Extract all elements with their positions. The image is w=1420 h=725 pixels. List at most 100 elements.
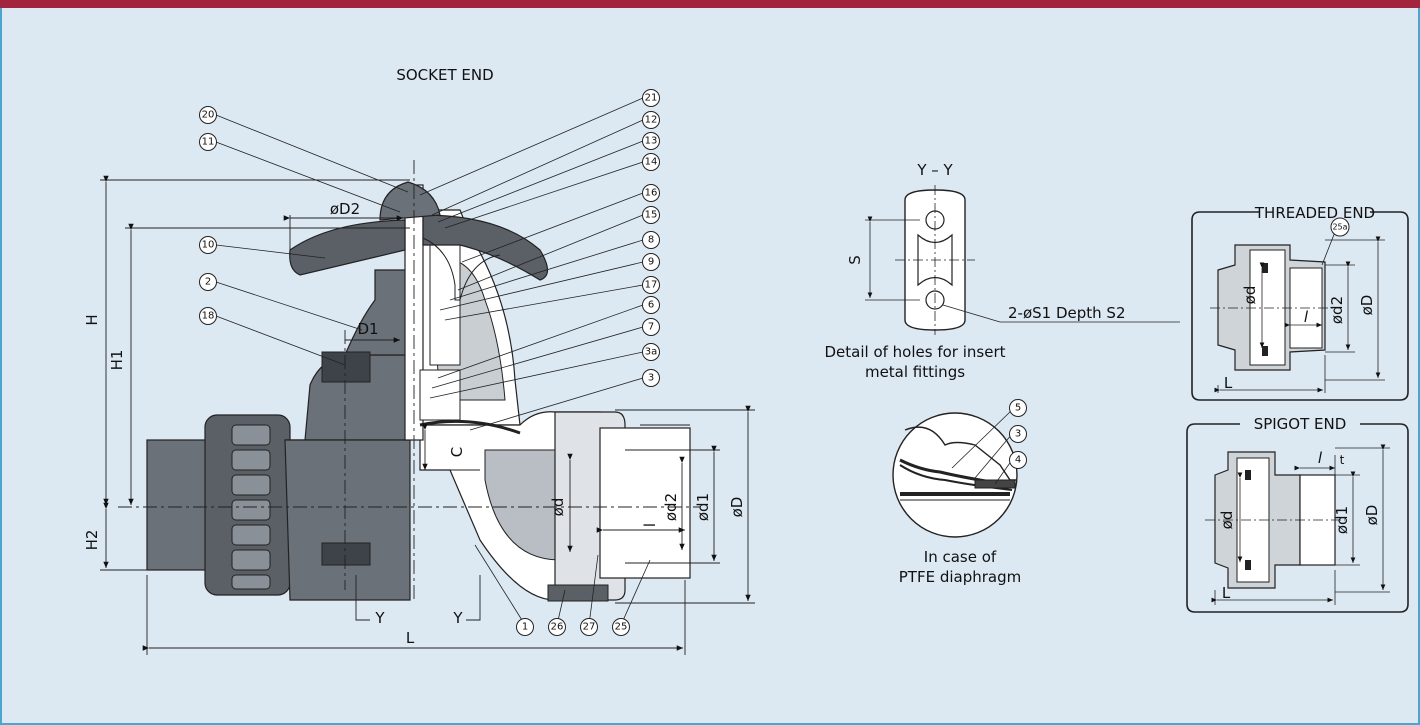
threaded-D: øD (1358, 295, 1376, 316)
dim-D1: D1 (357, 320, 378, 338)
svg-text:10: 10 (202, 240, 215, 251)
svg-text:16: 16 (645, 188, 658, 199)
spigot-d1: ød1 (1333, 506, 1351, 534)
dim-H2: H2 (83, 530, 101, 551)
svg-text:18: 18 (202, 311, 215, 322)
balloon: 17 (642, 276, 660, 294)
dim-C: C (448, 447, 466, 457)
spigot-title: SPIGOT END (1254, 415, 1347, 433)
threaded-title: THREADED END (1254, 204, 1375, 222)
spigot-d: ød (1218, 511, 1236, 530)
spigot-end-detail: SPIGOT END ød ød1 øD l t L (1186, 415, 1409, 613)
yy-detail: Y – Y S 2-øS1 Depth S2 Detail of holes f… (824, 161, 1180, 381)
balloon: 1 (516, 618, 534, 636)
dim-D: øD (728, 497, 746, 518)
svg-text:25: 25 (615, 622, 628, 633)
balloon: 2 (199, 273, 217, 291)
balloon: 8 (642, 231, 660, 249)
balloon: 18 (199, 307, 217, 325)
spigot-t: t (1340, 453, 1345, 467)
dim-H: H (83, 314, 101, 325)
balloon: 26 (548, 618, 566, 636)
ptfe-caption-line2: PTFE diaphragm (899, 568, 1021, 586)
svg-text:15: 15 (645, 210, 658, 221)
threaded-L: L (1224, 374, 1233, 392)
dim-d: ød (549, 498, 567, 517)
balloon: 3 (1009, 425, 1027, 443)
svg-text:17: 17 (645, 280, 658, 291)
yy-caption-line2: metal fittings (865, 363, 965, 381)
balloon: 20 (199, 106, 217, 124)
center-lines (118, 160, 700, 600)
balloon: 6 (642, 296, 660, 314)
spigot-D: øD (1363, 505, 1381, 526)
svg-text:13: 13 (645, 136, 658, 147)
balloon: 9 (642, 253, 660, 271)
dim-l: l (641, 523, 659, 527)
dim-L: L (406, 629, 415, 647)
balloon: 3a (642, 343, 660, 361)
balloon: 15 (642, 206, 660, 224)
yy-s-label: S (846, 255, 864, 265)
svg-text:1: 1 (522, 622, 528, 633)
svg-text:3a: 3a (645, 347, 658, 358)
svg-text:5: 5 (1015, 403, 1021, 414)
balloon: 25a (1330, 217, 1350, 237)
svg-text:12: 12 (645, 115, 658, 126)
svg-text:27: 27 (583, 622, 596, 633)
yy-holes-label: 2-øS1 Depth S2 (1008, 304, 1126, 322)
yy-title: Y – Y (916, 161, 953, 179)
svg-text:25a: 25a (1332, 223, 1347, 232)
balloon: 14 (642, 153, 660, 171)
threaded-l: l (1304, 308, 1309, 326)
svg-text:26: 26 (551, 622, 564, 633)
yy-caption-line1: Detail of holes for insert (824, 343, 1005, 361)
svg-text:4: 4 (1015, 455, 1021, 466)
balloon: 12 (642, 111, 660, 129)
svg-text:2: 2 (205, 277, 211, 288)
threaded-d: ød (1241, 286, 1259, 305)
dim-D2: øD2 (330, 200, 360, 218)
svg-text:3: 3 (1015, 429, 1021, 440)
svg-text:11: 11 (202, 137, 215, 148)
svg-text:6: 6 (648, 300, 654, 311)
svg-text:20: 20 (202, 110, 215, 121)
dim-H1: H1 (108, 350, 126, 371)
spigot-L: L (1222, 584, 1231, 602)
spigot-l: l (1318, 449, 1323, 467)
balloon: 27 (580, 618, 598, 636)
dim-d1: ød1 (694, 493, 712, 521)
ptfe-caption-line1: In case of (924, 548, 997, 566)
dimension-lines (100, 175, 755, 655)
balloon: 21 (642, 89, 660, 107)
balloon: 3 (642, 369, 660, 387)
balloon: 25 (612, 618, 630, 636)
balloon: 16 (642, 184, 660, 202)
svg-text:8: 8 (648, 235, 654, 246)
ptfe-detail: 5 3 4 In case of PTFE diaphragm (892, 399, 1027, 586)
svg-text:21: 21 (645, 93, 658, 104)
header-bar (0, 0, 1420, 8)
section-mark-y-right: Y (452, 609, 463, 627)
svg-text:7: 7 (648, 322, 654, 333)
part-balloons: 20 11 10 2 18 21 12 13 14 16 15 8 9 17 6… (199, 89, 660, 636)
socket-end-title: SOCKET END (396, 66, 493, 84)
balloon: 11 (199, 133, 217, 151)
balloon: 10 (199, 236, 217, 254)
section-mark-y-left: Y (374, 609, 385, 627)
threaded-d2: ød2 (1328, 296, 1346, 324)
balloon: 5 (1009, 399, 1027, 417)
balloon: 4 (1009, 451, 1027, 469)
svg-text:14: 14 (645, 157, 658, 168)
svg-text:3: 3 (648, 373, 654, 384)
dim-d2: ød2 (662, 493, 680, 521)
balloon: 7 (642, 318, 660, 336)
svg-text:9: 9 (648, 257, 654, 268)
valve-body (146, 181, 691, 602)
sheet-border (0, 8, 1420, 725)
balloon: 13 (642, 132, 660, 150)
threaded-end-detail: THREADED END 25a ød ød2 øD l L (1191, 204, 1409, 401)
leader-lines (215, 97, 651, 626)
